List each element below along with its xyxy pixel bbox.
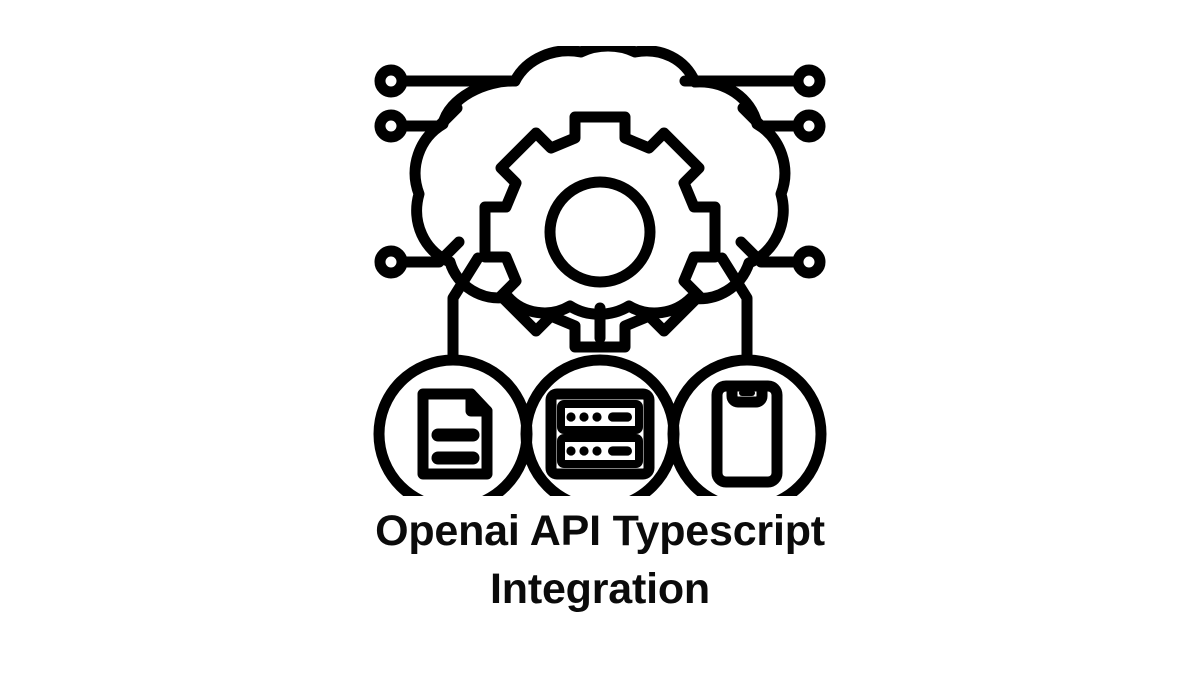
mobile-notch-icon — [726, 380, 768, 408]
connector-right — [716, 252, 753, 364]
circuit-nodes-right — [679, 64, 826, 279]
server-bay-2 — [557, 434, 643, 468]
gear-hub-circle — [544, 176, 656, 288]
cloud-api-integration-illustration — [365, 46, 835, 496]
server-icon — [545, 388, 655, 480]
gear-icon — [479, 111, 721, 353]
mobile-device-icon — [711, 380, 783, 488]
node-server[interactable] — [520, 354, 680, 496]
document-fold-icon — [465, 388, 493, 417]
page-title: Openai API Typescript Integration — [375, 507, 825, 613]
mobile-node-circle — [667, 354, 827, 496]
circuit-nodes-left — [374, 64, 521, 279]
node-document[interactable] — [373, 354, 533, 496]
node-mobile[interactable] — [667, 354, 827, 496]
document-icon — [417, 388, 493, 480]
connector-left — [447, 252, 484, 364]
server-bay-2-indicators — [566, 446, 632, 456]
server-bay-1 — [557, 400, 643, 434]
server-bay-1-indicators — [566, 412, 632, 422]
connector-lines — [447, 252, 753, 364]
gear-outline — [479, 111, 721, 353]
